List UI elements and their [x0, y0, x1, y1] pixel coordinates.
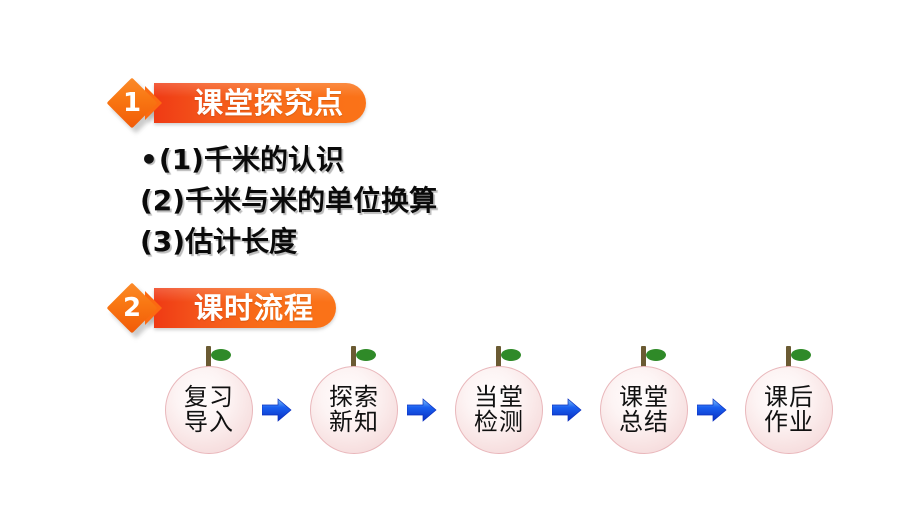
flow-arrow-1 [262, 398, 292, 422]
flow-node-circle-4: 课堂 总结 [600, 366, 688, 454]
section-title-2: 课时流程 [194, 290, 315, 325]
flow-node-label-5a: 课后 [764, 382, 814, 411]
lesson-flow-diagram: 复习 导入 探索 新知 [165, 336, 865, 476]
flow-node-circle-1: 复习 导入 [165, 366, 253, 454]
flow-node-3: 当堂 检测 [455, 346, 543, 454]
flow-node-label-3b: 检测 [474, 408, 524, 436]
stem-icon [351, 346, 356, 370]
flow-node-label-1b: 导入 [184, 408, 234, 436]
flow-node-circle-3: 当堂 检测 [455, 366, 543, 454]
list-item: • (1)千米的认识 [140, 146, 437, 187]
flow-node-label-2a: 探索 [329, 382, 379, 411]
flow-node-4: 课堂 总结 [600, 346, 688, 454]
leaf-icon [501, 349, 521, 361]
flow-node-5: 课后 作业 [745, 346, 833, 454]
explore-points-list: • (1)千米的认识 • (2)千米与米的单位换算 • (3)估计长度 [140, 146, 437, 269]
flow-node-label-4b: 总结 [619, 408, 669, 436]
leaf-icon [356, 349, 376, 361]
section-title-1: 课堂探究点 [194, 85, 345, 120]
section-number-1: 1 [122, 88, 142, 118]
stem-icon [786, 346, 791, 370]
leaf-icon [211, 349, 231, 361]
bullet-icon: • [140, 143, 158, 176]
stem-icon [206, 346, 211, 370]
flow-node-circle-5: 课后 作业 [745, 366, 833, 454]
explore-point-text-1: (1)千米的认识 [158, 143, 344, 176]
flow-node-circle-2: 探索 新知 [310, 366, 398, 454]
explore-point-text-2: (2)千米与米的单位换算 [140, 184, 438, 217]
flow-node-1: 复习 导入 [165, 346, 253, 454]
flow-arrow-2 [407, 398, 437, 422]
section-number-2: 2 [122, 293, 142, 323]
flow-node-label-4a: 课堂 [619, 382, 669, 411]
stem-icon [496, 346, 501, 370]
banner-bar-1: 课堂探究点 [154, 83, 367, 123]
leaf-icon [791, 349, 811, 361]
flow-node-label-2b: 新知 [329, 408, 379, 436]
banner-bar-2: 课时流程 [154, 288, 337, 328]
list-item: • (3)估计长度 [140, 228, 437, 269]
leaf-icon [646, 349, 666, 361]
flow-arrow-4 [697, 398, 727, 422]
flow-node-label-1a: 复习 [184, 382, 234, 411]
flow-arrow-3 [552, 398, 582, 422]
explore-point-text-3: (3)估计长度 [140, 225, 298, 258]
stem-icon [641, 346, 646, 370]
flow-node-2: 探索 新知 [310, 346, 398, 454]
list-item: • (2)千米与米的单位换算 [140, 187, 437, 228]
flow-node-label-3a: 当堂 [474, 382, 524, 411]
flow-node-label-5b: 作业 [764, 408, 814, 436]
